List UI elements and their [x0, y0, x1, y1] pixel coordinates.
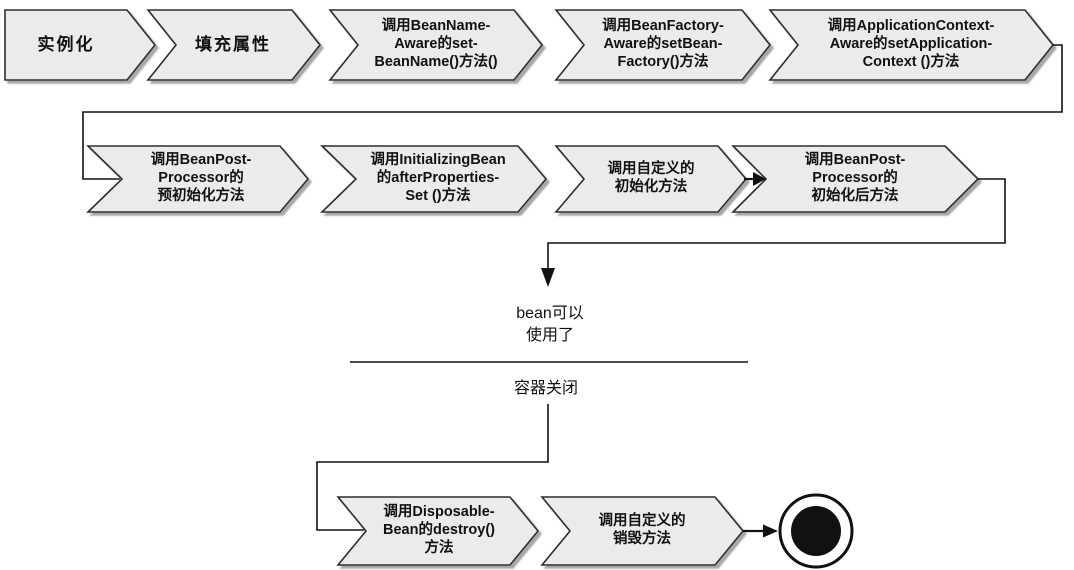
connector-row1-to-row2 [82, 44, 1063, 180]
step-shape-set-application-context [768, 9, 1055, 81]
step-populate-properties: 填充属性 [195, 34, 271, 54]
step-shape-after-properties-set [320, 145, 548, 213]
step-post-process-before-init: 调用BeanPost- Processor的 预初始化方法 [150, 152, 252, 204]
step-custom-init: 调用自定义的 初始化方法 [607, 161, 695, 195]
final-state-inner-circle [791, 506, 841, 556]
step-set-bean-factory: 调用BeanFactory- Aware的setBean- Factory()方… [602, 18, 724, 70]
step-post-process-after-init: 调用BeanPost- Processor的 初始化后方法 [804, 152, 906, 204]
step-shape-instantiate [4, 9, 157, 81]
step-after-properties-set: 调用InitializingBean 的afterProperties- Set… [370, 152, 506, 204]
step-shape-destroy [336, 496, 540, 566]
step-set-application-context: 调用ApplicationContext- Aware的setApplicati… [827, 18, 995, 70]
connector-row2-to-bean-ready [547, 178, 1006, 270]
step-shape-custom-init [554, 145, 748, 213]
note-bean-ready: bean可以 使用了 [516, 305, 584, 344]
step-shape-populate-properties [146, 9, 322, 81]
note-container-close: 容器关闭 [513, 380, 578, 398]
arrowhead-custom-init [753, 172, 766, 186]
step-instantiate: 实例化 [37, 34, 95, 54]
step-shape-custom-destroy [540, 496, 745, 566]
step-set-bean-name: 调用BeanName- Aware的set- BeanName()方法() [374, 18, 498, 70]
arrowhead-final-state [763, 524, 778, 538]
step-destroy: 调用Disposable- Bean的destroy() 方法 [383, 504, 495, 556]
connector-container-close-to-row3 [316, 404, 549, 531]
step-custom-destroy: 调用自定义的 销毁方法 [598, 513, 686, 547]
step-shape-set-bean-factory [554, 9, 772, 81]
step-shape-set-bean-name [328, 9, 544, 81]
step-shape-post-process-before-init [86, 145, 310, 213]
arrowhead-bean-ready [541, 268, 555, 287]
